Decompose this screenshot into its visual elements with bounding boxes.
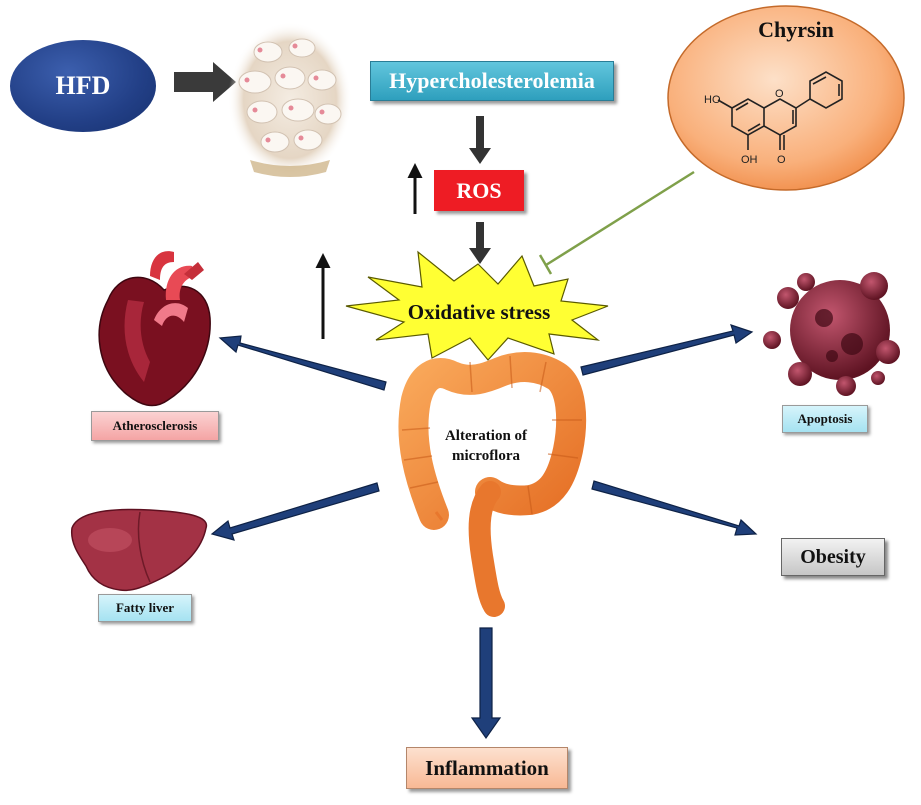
obesity-label: Obesity [781,538,885,576]
chrysin-ho-label: HO [704,94,721,106]
ros-to-oxidative-arrow [469,222,491,264]
chrysin-inhibition-line [538,170,695,275]
alteration-line-2: microflora [451,448,521,464]
hypercholesterolemia-label: Hypercholesterolemia [370,61,614,101]
colon-icon [398,352,587,617]
arrow-to-inflammation [470,627,502,740]
arrow-to-atherosclerosis [218,335,387,391]
inflammation-label: Inflammation [406,747,568,789]
apoptosis-label: Apoptosis [782,405,868,433]
fatty-liver-label: Fatty liver [98,594,192,622]
hyper-to-ros-arrow [469,116,491,164]
alteration-of-microflora-label: Alteration of microflora [428,418,544,474]
apoptotic-cell-icon [763,272,900,396]
effect-arrows [210,324,758,740]
chrysin-label: Chyrsin [758,17,834,42]
ros-label: ROS [434,170,524,211]
chrysin-bubble [667,5,905,191]
oxidative-stress-burst [345,250,609,361]
hfd-to-rats-arrow [174,62,236,102]
heart-icon [98,251,211,407]
arrow-to-apoptosis [580,324,754,376]
oxidative-stress-label: Oxidative stress [407,299,551,324]
arrow-to-obesity [591,480,758,536]
arrow-to-fatty-liver [210,482,380,541]
rats-photo [228,22,352,178]
chrysin-carbonyl-o-label: O [777,154,786,166]
liver-icon [70,508,208,592]
chrysin-oh-label: OH [741,154,758,166]
atherosclerosis-label: Atherosclerosis [91,411,219,441]
chrysin-ring-o-label: O [775,88,784,100]
chrysin-structure [717,71,843,150]
hfd-label: HFD [10,40,156,132]
alteration-line-1: Alteration of [444,428,528,444]
